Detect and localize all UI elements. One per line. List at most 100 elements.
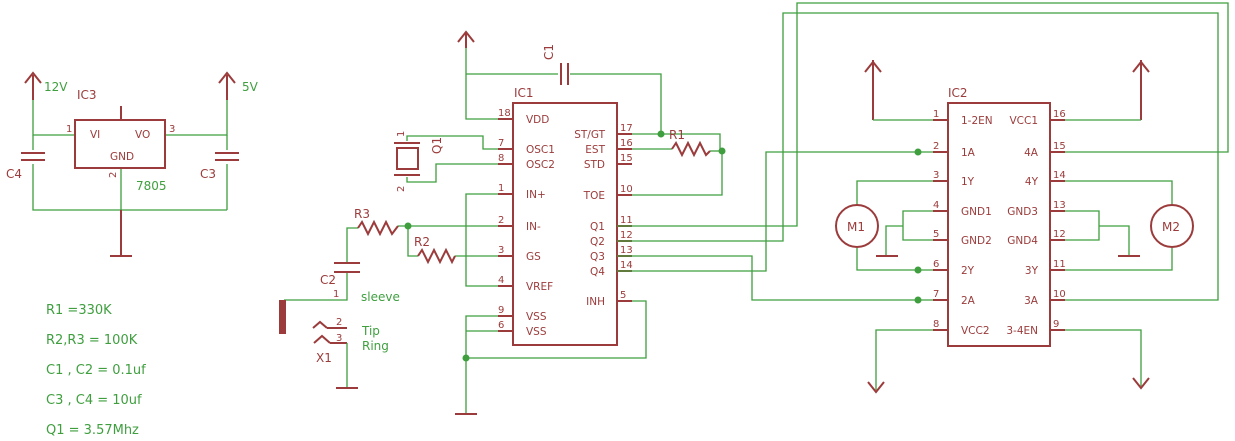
ic2-pin-number: 4 bbox=[933, 200, 939, 211]
component-notes: R1 =330K R2,R3 = 100K C1 , C2 = 0.1uf C3… bbox=[46, 303, 146, 438]
jack-tip-label: Tip bbox=[361, 324, 380, 338]
r1-resistor bbox=[671, 140, 711, 158]
svg-text:2: 2 bbox=[108, 172, 119, 178]
vcc-arrow bbox=[1132, 60, 1150, 73]
ic2-pin-name: 1Y bbox=[961, 176, 975, 188]
c3-label: C3 bbox=[200, 167, 216, 181]
ic1-pin-name: Q3 bbox=[590, 251, 605, 263]
q1-label: Q1 bbox=[430, 137, 444, 154]
svg-text:3: 3 bbox=[336, 333, 342, 344]
ic2-pin-number: 6 bbox=[933, 259, 939, 270]
ic2-pin-number: 16 bbox=[1053, 109, 1066, 120]
ic1-pin-number: 10 bbox=[620, 184, 633, 195]
regulator-ref: IC3 bbox=[77, 88, 97, 102]
ic2-pin-name: 2Y bbox=[961, 265, 975, 277]
ic1-pin-name: Q1 bbox=[590, 221, 605, 233]
ic2-pin-name: 3-4EN bbox=[1006, 325, 1038, 337]
control-bus bbox=[617, 2, 1229, 304]
supply-5v-label: 5V bbox=[242, 80, 259, 94]
ic2-pin-name: GND4 bbox=[1007, 235, 1038, 247]
supply-down-arrow bbox=[867, 381, 885, 394]
ic2-pin-number: 5 bbox=[933, 229, 939, 240]
ic1-pin-number: 11 bbox=[620, 215, 633, 226]
ic1-pin-number: 17 bbox=[620, 123, 633, 134]
ic1-pin-name: Q4 bbox=[590, 266, 605, 278]
ic2-pin-name: GND1 bbox=[961, 206, 992, 218]
ic1-pin-name: STD bbox=[584, 159, 605, 171]
ic2-pin-number: 1 bbox=[933, 109, 939, 120]
ic1-pin-name: OSC1 bbox=[526, 144, 555, 156]
svg-text:2: 2 bbox=[396, 186, 407, 192]
ic1-pin-number: 7 bbox=[498, 138, 504, 149]
ic1-pin-number: 6 bbox=[498, 320, 504, 331]
motor-m1-icon bbox=[835, 204, 879, 248]
ic1-pin-name: GS bbox=[526, 251, 541, 263]
c1-label: C1 bbox=[542, 44, 556, 60]
jack-ring-label: Ring bbox=[362, 339, 389, 353]
ic2-pin-number: 10 bbox=[1053, 289, 1066, 300]
vcc-arrow bbox=[457, 30, 475, 43]
r2-resistor bbox=[417, 247, 456, 265]
ic1-pin-name: TOE bbox=[583, 190, 605, 202]
supply-12v-arrow bbox=[24, 71, 42, 84]
ic1-pin-name: IN+ bbox=[526, 189, 546, 201]
ic2-pin-name: 1A bbox=[961, 147, 976, 159]
ic1-pin-name: EST bbox=[585, 144, 605, 156]
svg-text:1: 1 bbox=[66, 124, 72, 135]
svg-text:1: 1 bbox=[396, 131, 407, 137]
ic2-pin-number: 14 bbox=[1053, 170, 1066, 181]
svg-text:2: 2 bbox=[336, 317, 342, 328]
jack-sleeve-label: sleeve bbox=[361, 290, 400, 304]
ic1-pin-name: Q2 bbox=[590, 236, 605, 248]
ic2-pin-name: 4A bbox=[1024, 147, 1039, 159]
ic2-pin-number: 13 bbox=[1053, 200, 1066, 211]
ic1-body bbox=[512, 102, 618, 346]
ic2-pin-name: VCC1 bbox=[1009, 115, 1038, 127]
x1-label: X1 bbox=[316, 351, 332, 365]
ic2-pin-number: 8 bbox=[933, 319, 939, 330]
ic2-motor-driver: M1 M2 IC2 11-2EN21A31Y4GND15GND262Y72A8V… bbox=[835, 60, 1194, 394]
ic1-pin-number: 9 bbox=[498, 305, 504, 316]
ic2-pin-name: 2A bbox=[961, 295, 976, 307]
ic2-pin-number: 3 bbox=[933, 170, 939, 181]
ic1-pin-number: 13 bbox=[620, 245, 633, 256]
ic2-pin-name: GND2 bbox=[961, 235, 992, 247]
ic2-pin-name: VCC2 bbox=[961, 325, 990, 337]
supply-5v-arrow bbox=[218, 71, 236, 84]
note-r1: R1 =330K bbox=[46, 303, 112, 318]
ic1-dtmf-decoder: C1 Q1 1 2 R1 IC1 18VDD7OSC18OSC21IN+2IN-… bbox=[394, 30, 726, 415]
r1-label: R1 bbox=[669, 128, 685, 142]
vcc-arrow bbox=[864, 60, 882, 73]
regulator-part: 7805 bbox=[136, 179, 167, 193]
audio-input: R3 R2 C2 1 sleeve 2 3 Tip Ring X1 bbox=[279, 207, 513, 389]
crystal-q1 bbox=[396, 147, 419, 170]
m2-label: M2 bbox=[1162, 220, 1180, 234]
ic2-pin-number: 7 bbox=[933, 289, 939, 300]
r2-label: R2 bbox=[414, 235, 430, 249]
ic1-pin-name: OSC2 bbox=[526, 159, 555, 171]
ic1-pin-number: 16 bbox=[620, 138, 633, 149]
supply-down-arrow bbox=[1132, 377, 1150, 390]
svg-text:1: 1 bbox=[333, 289, 339, 300]
c4-label: C4 bbox=[6, 167, 22, 181]
ic1-pin-number: 2 bbox=[498, 215, 504, 226]
note-q1: Q1 = 3.57Mhz bbox=[46, 423, 139, 438]
ic1-pin-name: VDD bbox=[526, 114, 549, 126]
ic1-pin-name: VSS bbox=[526, 326, 547, 338]
jack-ring-icon bbox=[313, 334, 331, 344]
r3-label: R3 bbox=[354, 207, 370, 221]
ic2-pin-number: 11 bbox=[1053, 259, 1066, 270]
ic2-pin-name: 1-2EN bbox=[961, 115, 993, 127]
ic1-pin-number: 1 bbox=[498, 183, 504, 194]
ic2-ref: IC2 bbox=[948, 86, 968, 100]
c2-label: C2 bbox=[320, 273, 336, 287]
ic1-pin-number: 3 bbox=[498, 245, 504, 256]
ic1-ref: IC1 bbox=[514, 86, 534, 100]
ic2-pin-number: 15 bbox=[1053, 141, 1066, 152]
note-r2-r3: R2,R3 = 100K bbox=[46, 333, 138, 348]
motor-m2-icon bbox=[1150, 204, 1194, 248]
ic2-pin-number: 9 bbox=[1053, 319, 1059, 330]
ic2-pin-name: 3A bbox=[1024, 295, 1039, 307]
